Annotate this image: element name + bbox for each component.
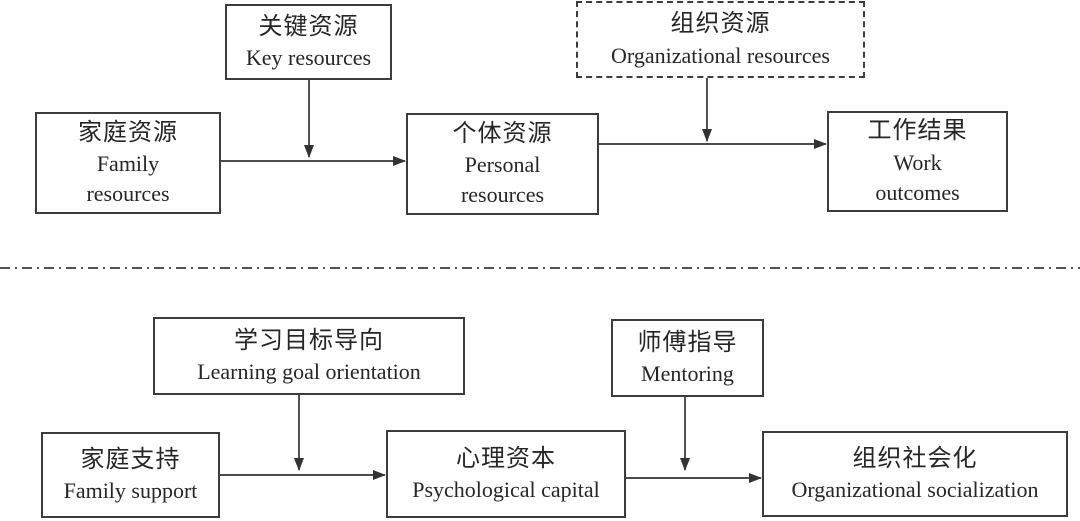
organizational-socialization-label-en: Organizational socialization bbox=[791, 477, 1039, 503]
box-organizational-socialization: 组织社会化 Organizational socialization bbox=[762, 431, 1068, 517]
box-family-resources: 家庭资源 Family resources bbox=[35, 112, 221, 214]
organizational-resources-label-zh: 组织资源 bbox=[670, 11, 771, 38]
box-mentoring: 师傅指导 Mentoring bbox=[611, 319, 764, 397]
personal-resources-label-zh: 个体资源 bbox=[452, 120, 553, 147]
box-family-support: 家庭支持 Family support bbox=[41, 432, 220, 518]
personal-resources-label-en: Personal resources bbox=[460, 152, 545, 208]
organizational-resources-label-en: Organizational resources bbox=[611, 42, 830, 68]
mentoring-label-en: Mentoring bbox=[641, 361, 734, 387]
work-outcomes-label-zh: 工作结果 bbox=[867, 118, 968, 145]
learning-goal-orientation-label-zh: 学习目标导向 bbox=[234, 327, 384, 354]
box-organizational-resources: 组织资源 Organizational resources bbox=[576, 1, 865, 78]
family-resources-label-en: Family resources bbox=[86, 151, 170, 207]
box-work-outcomes: 工作结果 Work outcomes bbox=[827, 111, 1008, 212]
work-outcomes-label-en: Work outcomes bbox=[875, 149, 960, 205]
key-resources-label-en: Key resources bbox=[245, 45, 372, 71]
box-personal-resources: 个体资源 Personal resources bbox=[406, 113, 599, 215]
mentoring-label-zh: 师傅指导 bbox=[637, 329, 738, 356]
psychological-capital-label-zh: 心理资本 bbox=[456, 445, 556, 472]
psychological-capital-label-en: Psychological capital bbox=[412, 477, 600, 503]
key-resources-label-zh: 关键资源 bbox=[258, 13, 359, 40]
organizational-socialization-label-zh: 组织社会化 bbox=[852, 445, 978, 472]
learning-goal-orientation-label-en: Learning goal orientation bbox=[197, 359, 421, 385]
family-support-label-en: Family support bbox=[63, 478, 198, 504]
box-learning-goal-orientation: 学习目标导向 Learning goal orientation bbox=[153, 317, 465, 395]
family-support-label-zh: 家庭支持 bbox=[80, 446, 181, 473]
box-key-resources: 关键资源 Key resources bbox=[225, 4, 392, 80]
family-resources-label-zh: 家庭资源 bbox=[78, 119, 178, 146]
box-psychological-capital: 心理资本 Psychological capital bbox=[386, 430, 626, 518]
